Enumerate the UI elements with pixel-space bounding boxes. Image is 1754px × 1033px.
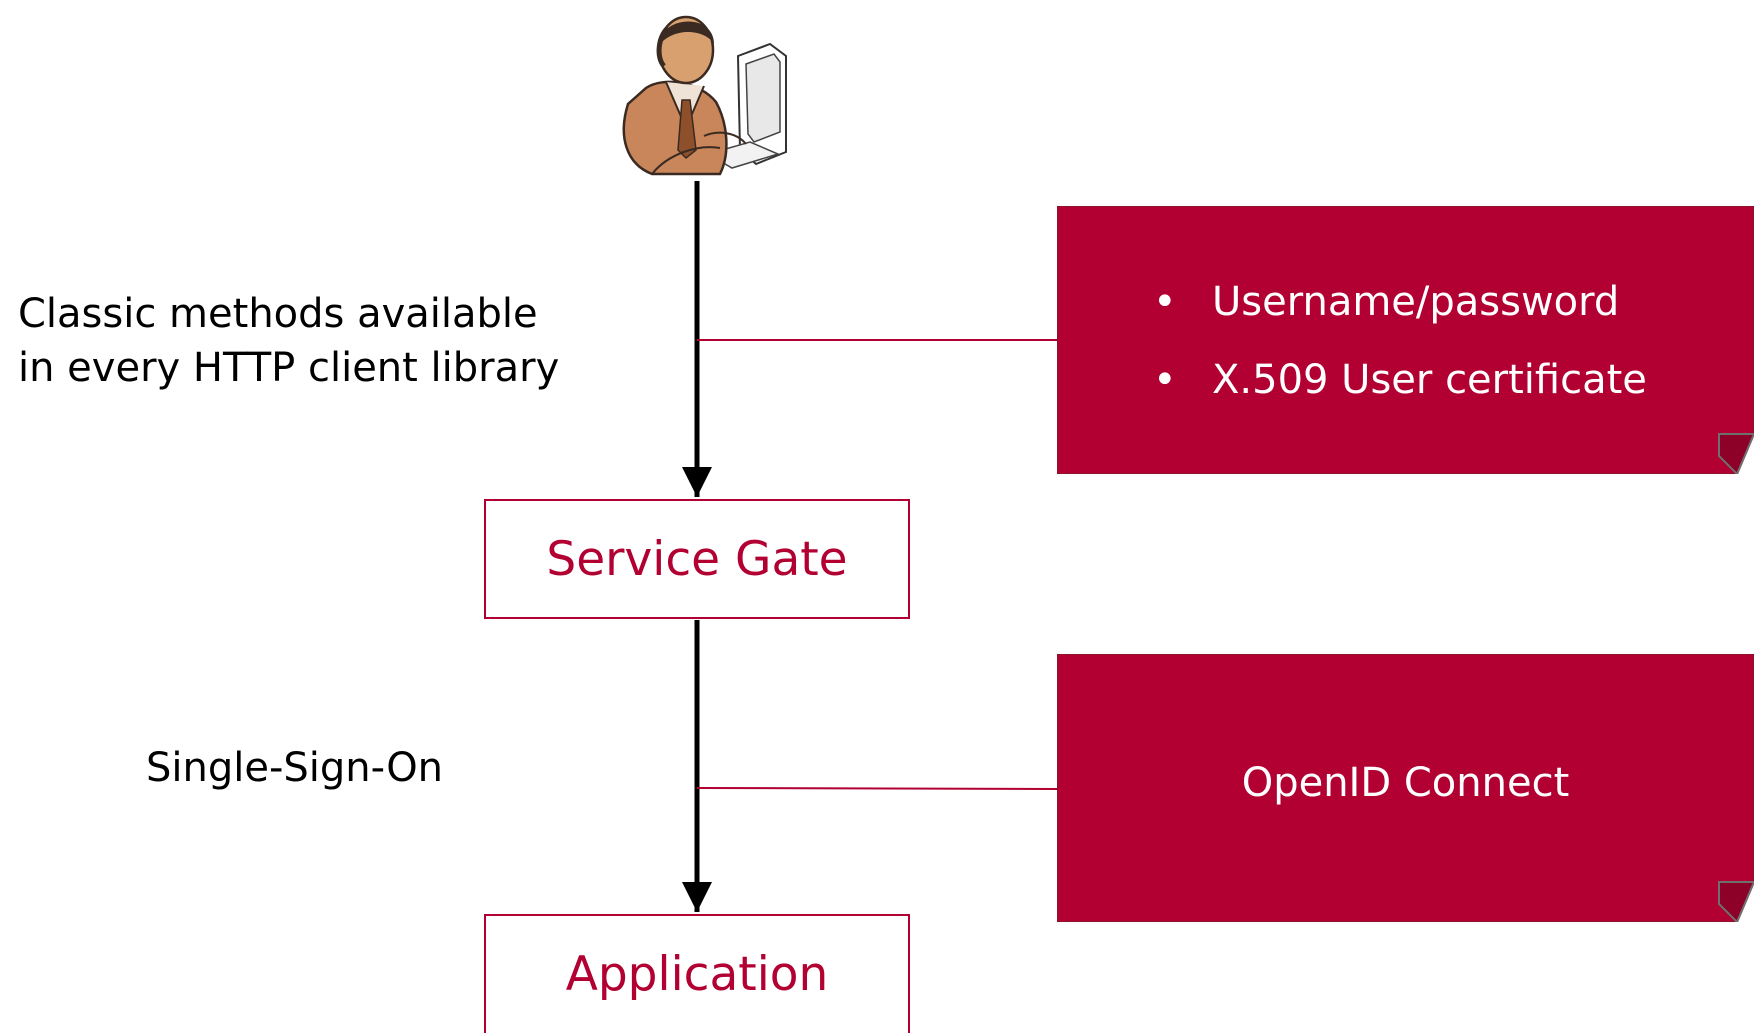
classic-methods-line-2: in every HTTP client library: [18, 345, 560, 391]
openid-connect-label: OpenID Connect: [1241, 760, 1570, 806]
note-shape: [1057, 206, 1754, 474]
person-at-computer-icon: [622, 15, 787, 176]
sso-method-note: OpenID Connect: [1057, 654, 1754, 922]
list-item: X.509 User certificate: [1153, 354, 1647, 406]
service-gate-box: Service Gate: [484, 499, 910, 619]
note-shape: [1057, 654, 1754, 922]
list-item: Username/password: [1153, 276, 1647, 328]
classic-methods-label: Classic methods available in every HTTP …: [18, 287, 559, 395]
classic-methods-note: Username/password X.509 User certificate: [1057, 206, 1754, 474]
connector-sso-note: [696, 787, 1058, 790]
application-box: Application: [484, 914, 910, 1033]
auth-methods-list: Username/password X.509 User certificate: [1153, 276, 1647, 432]
classic-methods-line-1: Classic methods available: [18, 291, 538, 337]
single-sign-on-label: Single-Sign-On: [146, 745, 444, 791]
